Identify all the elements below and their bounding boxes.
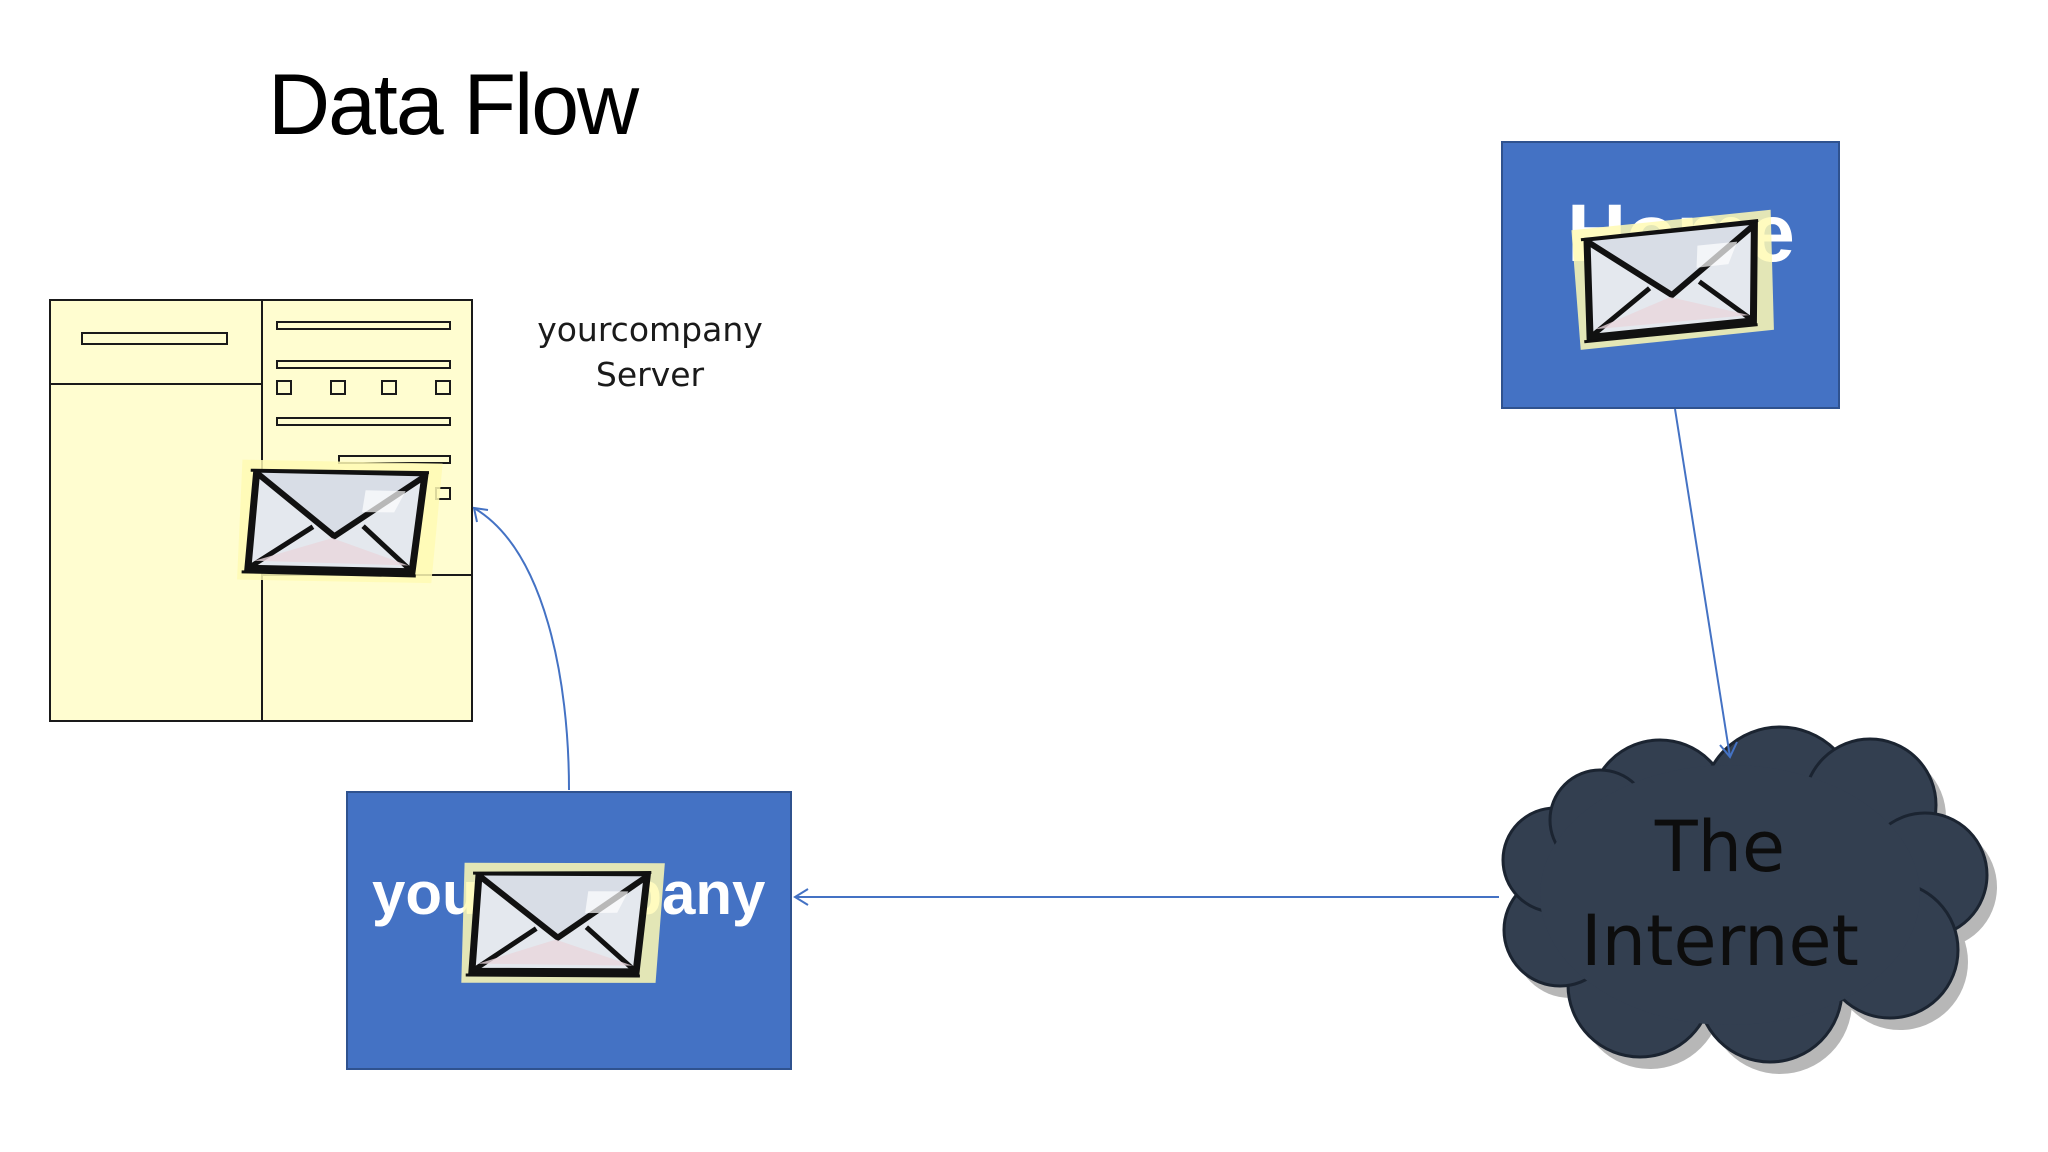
- envelope-icon: [234, 450, 443, 594]
- page-title: Data Flow: [268, 57, 639, 153]
- server-label: yourcompany Server: [520, 307, 780, 397]
- internet-label: The Internet: [1520, 800, 1920, 988]
- yourcompany-box: yourcompany: [346, 791, 792, 1070]
- internet-label-line2: Internet: [1581, 900, 1859, 982]
- arrow-home-to-internet: [1674, 408, 1731, 758]
- arrow-yourcompany-to-server: [473, 507, 570, 791]
- envelope-icon: [1571, 210, 1778, 350]
- server-label-line2: Server: [595, 355, 705, 394]
- server-label-line1: yourcompany: [537, 310, 763, 349]
- envelope-icon: [458, 853, 665, 993]
- internet-label-line1: The: [1654, 806, 1786, 888]
